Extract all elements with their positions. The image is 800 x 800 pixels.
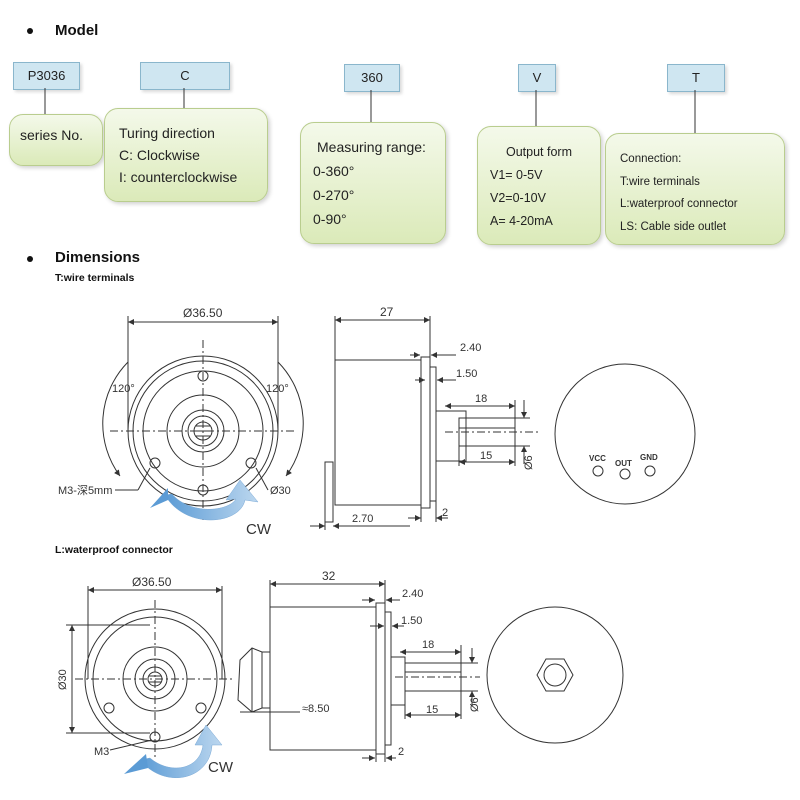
- box-line: 0-360°: [313, 163, 355, 179]
- t-flange-label: 2.40: [460, 342, 481, 354]
- box-line: Connection:: [620, 153, 682, 165]
- waterproof-subtitle: L:waterproof connector: [55, 544, 173, 556]
- box-line: series No.: [20, 127, 84, 143]
- model-output-tab: V: [518, 64, 556, 92]
- l-connector-label: ≈8.50: [302, 703, 329, 715]
- model-connection-box: Connection: T:wire terminals L:waterproo…: [605, 133, 785, 245]
- t-diameter-label: Ø36.50: [183, 306, 223, 320]
- model-range-tab: 360: [344, 64, 400, 92]
- pin-label-gnd: GND: [640, 453, 658, 462]
- t-bracket-label: 2.70: [352, 513, 373, 525]
- box-line: A= 4-20mA: [490, 214, 553, 228]
- t-screw-label: M3-深5mm: [58, 484, 112, 497]
- t-side-view: [310, 316, 540, 530]
- l-front-view: [66, 586, 235, 760]
- l-cw-arrow-icon: [139, 724, 223, 778]
- t-shaft-dia-label: Ø6: [523, 455, 535, 470]
- model-heading: Model: [55, 22, 99, 39]
- l-rotation-label: CW: [208, 759, 234, 776]
- t-length-label: 27: [380, 305, 394, 319]
- box-line: LS: Cable side outlet: [620, 220, 727, 233]
- l-diameter-label: Ø36.50: [132, 575, 172, 589]
- t-rotation-label: CW: [246, 521, 272, 538]
- t-rear-view: [554, 363, 696, 505]
- t-plate-label: 2: [442, 507, 448, 519]
- arrow-head-icon: [124, 754, 148, 774]
- bullet-icon: [27, 28, 33, 34]
- box-line: Output form: [506, 145, 572, 159]
- model-part-box: series No.: [9, 114, 103, 166]
- t-angle-left-label: 120°: [112, 383, 135, 395]
- box-line: C: Clockwise: [119, 147, 200, 163]
- t-hole-circle-label: Ø30: [270, 485, 291, 497]
- arrow-head-icon: [150, 488, 168, 508]
- t-shaft-flat-label: 15: [480, 450, 492, 462]
- t-angle-right-label: 120°: [266, 383, 289, 395]
- pin-label-out: OUT: [615, 459, 632, 468]
- l-shaft-length-label: 18: [422, 639, 434, 651]
- wire-terminals-subtitle: T:wire terminals: [55, 272, 135, 284]
- pin-label-vcc: VCC: [589, 454, 606, 463]
- model-connection-tab: T: [667, 64, 725, 92]
- l-hole-circle-label: Ø30: [57, 669, 69, 690]
- t-front-view: [102, 316, 304, 520]
- l-side-view: [237, 580, 480, 762]
- dimensions-heading: Dimensions: [55, 249, 141, 266]
- l-shaft-flat-label: 15: [426, 704, 438, 716]
- model-output-box: Output form V1= 0-5V V2=0-10V A= 4-20mA: [477, 126, 601, 245]
- l-screw-label: M3: [94, 746, 109, 758]
- t-shaft-length-label: 18: [475, 393, 487, 405]
- model-range-box: Measuring range: 0-360° 0-270° 0-90°: [300, 122, 446, 244]
- box-line: 0-90°: [313, 211, 347, 227]
- box-line: Turing direction: [119, 125, 215, 141]
- l-plate-label: 2: [398, 746, 404, 758]
- model-connectors: [44, 88, 696, 133]
- box-line: Measuring range:: [317, 139, 426, 155]
- bullet-icon: [27, 256, 33, 262]
- box-line: L:waterproof connector: [620, 198, 738, 210]
- l-rear-view: [486, 606, 624, 744]
- model-direction-box: Turing direction C: Clockwise I: counter…: [104, 108, 268, 202]
- box-line: T:wire terminals: [620, 175, 700, 188]
- box-line: V1= 0-5V: [490, 168, 543, 182]
- l-step-label: 1.50: [401, 615, 422, 627]
- box-line: 0-270°: [313, 187, 355, 203]
- box-line: I: counterclockwise: [119, 169, 238, 185]
- l-length-label: 32: [322, 569, 336, 583]
- l-flange-label: 2.40: [402, 588, 423, 600]
- l-shaft-dia-label: Ø6: [469, 697, 481, 712]
- model-part-tab: P3036: [13, 62, 80, 90]
- model-direction-tab: C: [140, 62, 230, 90]
- t-step-label: 1.50: [456, 368, 477, 380]
- box-line: V2=0-10V: [490, 191, 546, 205]
